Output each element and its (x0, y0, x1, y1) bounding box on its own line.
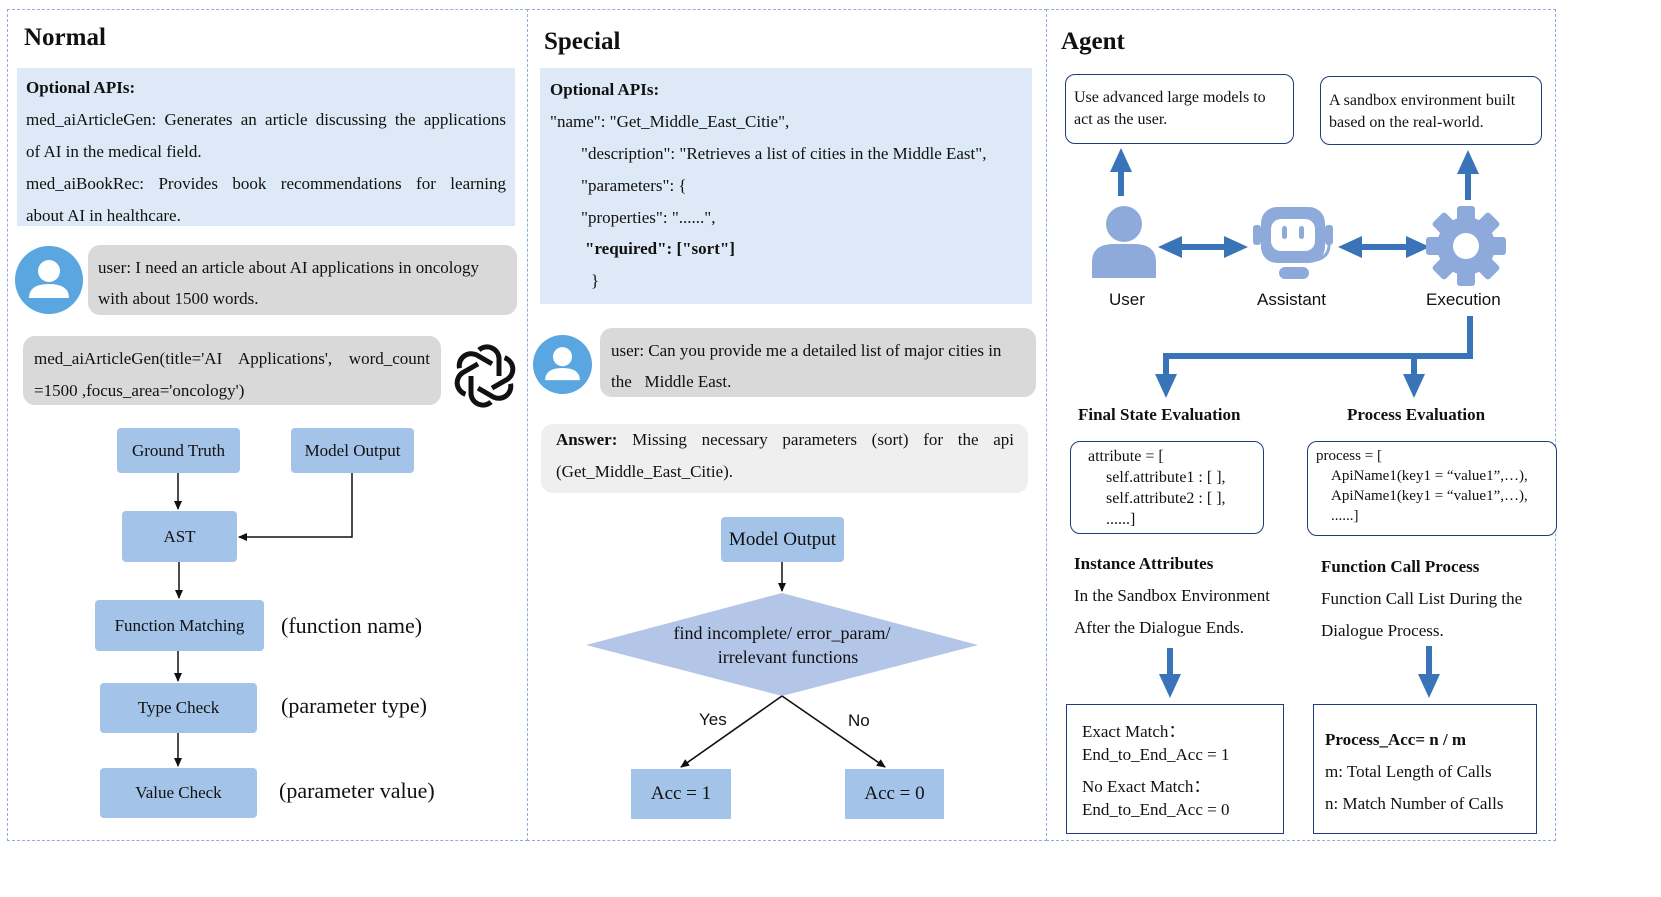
agent-panel (1046, 9, 1556, 841)
exact-line-4: End_to_End_Acc = 0 (1082, 800, 1230, 819)
attribute-line-3: self.attribute2 : [ ], (1106, 490, 1226, 507)
special-title: Special (544, 28, 621, 55)
normal-api-box: Optional APIs: med_aiArticleGen: Generat… (17, 68, 515, 226)
execution-gear-icon (1425, 205, 1507, 287)
note-parameter-type: (parameter type) (281, 693, 427, 718)
fcall-line-2: Dialogue Process. (1321, 621, 1444, 640)
user-person-icon (1090, 204, 1158, 278)
normal-model-line-2: =1500 ,focus_area='oncology') (34, 381, 245, 400)
special-api-line-4: "properties": "......", (581, 208, 716, 227)
sandbox-desc-line-2: based on the real-world. (1329, 114, 1484, 131)
process-acc-line-2: n: Match Number of Calls (1325, 794, 1504, 813)
function-call-process-title: Function Call Process (1321, 557, 1480, 576)
instance-line-2: After the Dialogue Ends. (1074, 618, 1244, 637)
attribute-code-box: attribute = [ self.attribute1 : [ ], sel… (1070, 441, 1264, 534)
exact-match-box: Exact Match： End_to_End_Acc = 1 No Exact… (1066, 704, 1284, 834)
process-acc-title: Process_Acc= n / m (1325, 730, 1467, 749)
diamond-text-1: find incomplete/ error_param/ (673, 623, 891, 643)
acc-no-box: Acc = 0 (845, 769, 944, 819)
value-check-box: Value Check (100, 768, 257, 818)
model-output-box: Model Output (291, 428, 414, 473)
normal-api-line-4: about AI in healthcare. (26, 206, 181, 225)
normal-api-line-3: med_aiBookRec: Provides book recommendat… (26, 174, 506, 193)
process-line-4: ......] (1331, 508, 1359, 524)
process-eval-title: Process Evaluation (1347, 405, 1486, 424)
special-api-line-1: "name": "Get_Middle_East_Citie", (550, 112, 790, 131)
yes-label: Yes (699, 710, 727, 729)
special-user-message: user: Can you provide me a detailed list… (600, 328, 1036, 397)
normal-user-line-2: with about 1500 words. (98, 289, 259, 308)
special-api-line-2: "description": "Retrieves a list of citi… (581, 144, 987, 163)
process-line-2: ApiName1(key1 = “value1”,…), (1331, 468, 1528, 484)
process-acc-box: Process_Acc= n / m m: Total Length of Ca… (1313, 704, 1537, 834)
assistant-label: Assistant (1257, 290, 1326, 309)
process-code-box: process = [ ApiName1(key1 = “value1”,…),… (1307, 441, 1557, 536)
final-state-title: Final State Evaluation (1078, 405, 1241, 424)
type-check-box: Type Check (100, 683, 257, 733)
note-function-name: (function name) (281, 613, 423, 638)
assistant-robot-icon (1251, 205, 1335, 283)
user-avatar-icon (15, 246, 83, 314)
special-answer-line-2: (Get_Middle_East_Citie). (556, 462, 734, 481)
special-answer-box: Answer: Missing necessary parameters (so… (541, 424, 1028, 493)
normal-api-line-1: med_aiArticleGen: Generates an article d… (26, 110, 506, 129)
special-user-avatar-icon (533, 335, 592, 394)
process-line-3: ApiName1(key1 = “value1”,…), (1331, 488, 1528, 504)
instance-attributes-title: Instance Attributes (1074, 554, 1214, 573)
execution-label: Execution (1426, 290, 1501, 309)
special-api-line-5: "required": ["sort"] (585, 239, 735, 258)
exact-line-1: Exact Match： (1082, 722, 1186, 741)
normal-api-header: Optional APIs: (26, 78, 136, 97)
user-desc-line-1: Use advanced large models to (1074, 89, 1266, 106)
normal-model-line-1: med_aiArticleGen(title='AI Applications'… (34, 349, 430, 368)
function-matching-box: Function Matching (95, 600, 264, 651)
exact-line-3: No Exact Match： (1082, 777, 1211, 796)
special-answer-line-1: Answer: Missing necessary parameters (so… (556, 430, 1014, 450)
attribute-line-4: ......] (1106, 511, 1136, 528)
diamond-text-2: irrelevant functions (717, 647, 859, 667)
special-user-line-1: user: Can you provide me a detailed list… (611, 341, 1002, 360)
user-desc-box: Use advanced large models to act as the … (1065, 74, 1294, 144)
answer-label: Answer: (556, 430, 618, 449)
user-label: User (1109, 290, 1145, 309)
sandbox-desc-line-1: A sandbox environment built (1329, 92, 1516, 109)
attribute-line-2: self.attribute1 : [ ], (1106, 469, 1226, 486)
sandbox-desc-box: A sandbox environment built based on the… (1320, 76, 1542, 145)
ast-box: AST (122, 511, 237, 562)
special-user-line-2: the Middle East. (611, 372, 732, 391)
process-line-1: process = [ (1316, 448, 1382, 464)
normal-title: Normal (24, 24, 106, 51)
special-api-line-3: "parameters": { (581, 176, 687, 195)
note-parameter-value: (parameter value) (279, 778, 435, 803)
instance-line-1: In the Sandbox Environment (1074, 586, 1270, 605)
special-api-header: Optional APIs: (550, 80, 660, 99)
openai-logo-icon (450, 341, 520, 411)
special-model-output-box: Model Output (721, 517, 844, 562)
answer-text: Missing necessary parameters (sort) for … (632, 430, 1014, 449)
ground-truth-box: Ground Truth (117, 428, 240, 473)
user-desc-line-2: act as the user. (1074, 111, 1168, 128)
agent-title: Agent (1061, 28, 1125, 55)
normal-user-message: user: I need an article about AI applica… (88, 245, 517, 315)
attribute-line-1: attribute = [ (1088, 448, 1164, 465)
no-label: No (848, 711, 870, 730)
normal-api-line-2: of AI in the medical field. (26, 142, 202, 161)
normal-user-line-1: user: I need an article about AI applica… (98, 258, 479, 277)
special-api-box: Optional APIs: "name": "Get_Middle_East_… (540, 68, 1032, 304)
acc-yes-box: Acc = 1 (631, 769, 731, 819)
special-api-line-6: } (591, 271, 600, 290)
fcall-line-1: Function Call List During the (1321, 589, 1523, 608)
process-acc-line-1: m: Total Length of Calls (1325, 762, 1492, 781)
normal-model-message: med_aiArticleGen(title='AI Applications'… (23, 336, 441, 405)
exact-line-2: End_to_End_Acc = 1 (1082, 745, 1230, 764)
